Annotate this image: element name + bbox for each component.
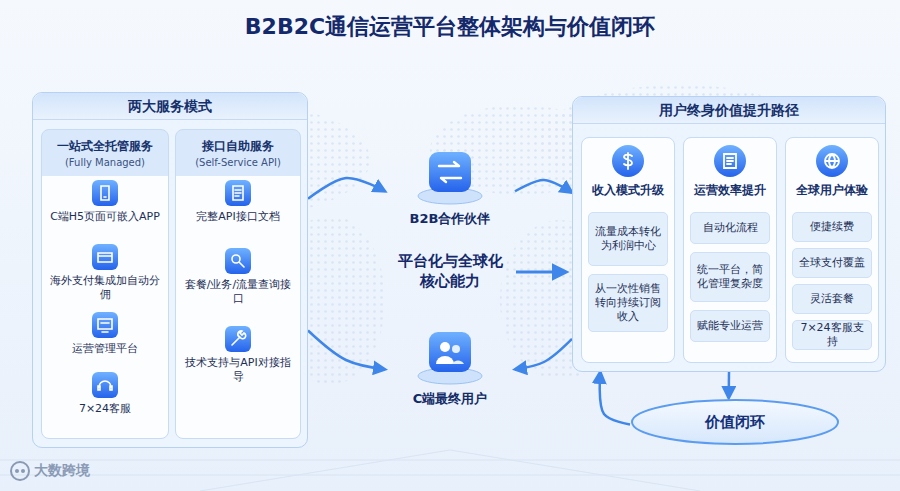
node-subtext: (Self-Service API) bbox=[176, 157, 300, 168]
flow-arrow bbox=[308, 331, 385, 370]
node-text: 7×24客服 bbox=[48, 402, 162, 416]
column-icon bbox=[611, 144, 645, 178]
loop-ellipse: 价值闭环 bbox=[630, 398, 840, 446]
flow-arrow bbox=[600, 372, 630, 424]
flow-arrow bbox=[308, 178, 385, 199]
value-pill: 从一次性销售转向持续订阅收入 bbox=[588, 274, 668, 332]
node-subtext: (Fully Managed) bbox=[42, 157, 168, 168]
node-text: 全球用户体验 bbox=[786, 182, 878, 199]
diagram-title: B2B2C通信运营平台整体架构与价值闭环 bbox=[0, 12, 900, 42]
core-arrow bbox=[516, 271, 566, 274]
value-pill: 统一平台，简化管理复杂度 bbox=[690, 252, 770, 302]
core-capability-label: 平台化与全球化核心能力 bbox=[394, 251, 506, 291]
value-pill: 全球支付覆盖 bbox=[792, 248, 872, 278]
flow-arrow bbox=[727, 372, 730, 398]
node-text: 技术支持与API对接指导 bbox=[182, 356, 294, 384]
column-icon bbox=[815, 144, 849, 178]
node-text: C端最终用户 bbox=[385, 390, 515, 408]
value-column: 运营效率提升自动化流程统一平台，简化管理复杂度赋能专业运营 bbox=[683, 137, 777, 363]
node-text: 收入模式升级 bbox=[582, 182, 674, 199]
group-panel: 两大服务模式一站式全托管服务 (Fully Managed) C端H5页面可嵌入AP… bbox=[32, 92, 308, 448]
node-text: B2B合作伙伴 bbox=[385, 210, 515, 228]
node-text: 用户终身价值提升路径 bbox=[573, 97, 885, 124]
partner-icon bbox=[415, 148, 485, 206]
value-column: 全球用户体验便捷续费全球支付覆盖灵活套餐 7×24客服支持 bbox=[785, 137, 879, 363]
node-text: 赋能专业运营 bbox=[697, 319, 763, 333]
watermark: 大数跨境 bbox=[34, 462, 154, 480]
feature-item: 技术支持与API对接指导 bbox=[182, 326, 294, 384]
value-column: 收入模式升级流量成本转化为利润中心从一次性销售转向持续订阅收入 bbox=[581, 137, 675, 363]
feature-icon bbox=[92, 372, 118, 398]
feature-icon bbox=[225, 248, 251, 274]
node-text: 从一次性销售转向持续订阅收入 bbox=[593, 282, 663, 324]
feature-item: 完整API接口文档 bbox=[182, 180, 294, 224]
actor-node: B2B合作伙伴 bbox=[385, 148, 515, 242]
feature-item: 7×24客服 bbox=[48, 372, 162, 416]
group-panel: 用户终身价值提升路径收入模式升级流量成本转化为利润中心从一次性销售转向持续订阅收… bbox=[572, 96, 886, 372]
node-text: 两大服务模式 bbox=[33, 93, 307, 120]
node-text: 流量成本转化为利润中心 bbox=[593, 225, 663, 253]
value-pill: 灵活套餐 bbox=[792, 284, 872, 314]
node-text: 便捷续费 bbox=[810, 220, 854, 234]
feature-item: 海外支付集成加自动分佣 bbox=[48, 244, 162, 302]
feature-icon bbox=[225, 180, 251, 206]
feature-item: 运营管理平台 bbox=[48, 312, 162, 356]
node-text: 统一平台，简化管理复杂度 bbox=[695, 263, 765, 291]
value-pill: 自动化流程 bbox=[690, 212, 770, 244]
brand-logo bbox=[11, 462, 29, 480]
feature-item: 套餐/业务/流量查询接口 bbox=[182, 248, 294, 306]
value-pill: 便捷续费 bbox=[792, 212, 872, 242]
flow-arrow bbox=[515, 339, 572, 370]
feature-icon bbox=[225, 326, 251, 352]
user-icon bbox=[415, 328, 485, 386]
service-box: 接口自助服务 (Self-Service API) 完整API接口文档套餐/业务/流… bbox=[175, 129, 301, 439]
node-text: 完整API接口文档 bbox=[182, 210, 294, 224]
node-text: 运营管理平台 bbox=[48, 342, 162, 356]
feature-icon bbox=[92, 180, 118, 206]
column-icon bbox=[713, 144, 747, 178]
feature-icon bbox=[92, 244, 118, 270]
value-pill: 7×24客服支持 bbox=[792, 320, 872, 350]
node-text: 海外支付集成加自动分佣 bbox=[48, 274, 162, 302]
floor-grid bbox=[0, 450, 900, 491]
node-text: 7×24客服支持 bbox=[797, 321, 867, 349]
node-text: 灵活套餐 bbox=[810, 292, 854, 306]
value-pill: 流量成本转化为利润中心 bbox=[588, 212, 668, 266]
node-text: 接口自助服务 bbox=[176, 130, 300, 155]
actor-node: C端最终用户 bbox=[385, 328, 515, 418]
service-box: 一站式全托管服务 (Fully Managed) C端H5页面可嵌入APP 海外支付集… bbox=[41, 129, 169, 439]
feature-item: C端H5页面可嵌入APP bbox=[48, 180, 162, 224]
node-text: 全球支付覆盖 bbox=[799, 256, 865, 270]
node-text: 价值闭环 bbox=[705, 413, 765, 432]
node-text: 自动化流程 bbox=[703, 221, 758, 235]
node-text: 运营效率提升 bbox=[684, 182, 776, 199]
node-text: 一站式全托管服务 bbox=[42, 130, 168, 155]
value-pill: 赋能专业运营 bbox=[690, 310, 770, 342]
feature-icon bbox=[92, 312, 118, 338]
node-text: 套餐/业务/流量查询接口 bbox=[182, 278, 294, 306]
node-text: C端H5页面可嵌入APP bbox=[48, 210, 162, 224]
flow-arrow bbox=[515, 180, 572, 193]
